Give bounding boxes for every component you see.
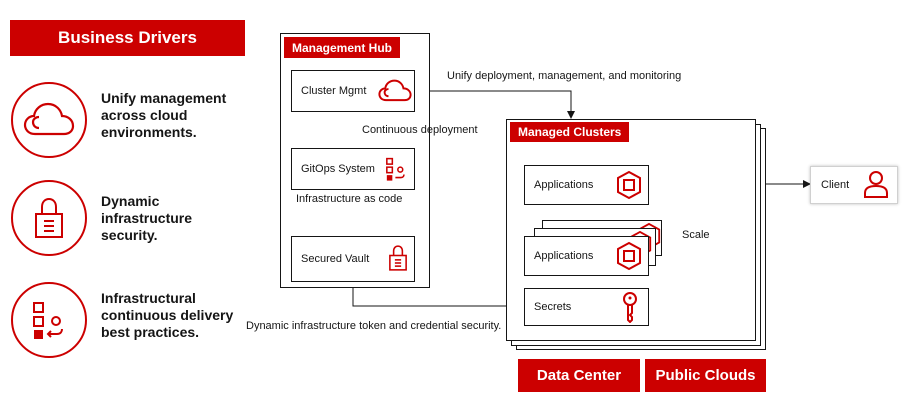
secured-vault-box: Secured Vault — [291, 236, 415, 282]
driver-text-security: Dynamic infrastructure security. — [101, 193, 193, 243]
unify-deployment-label: Unify deployment, management, and monito… — [447, 70, 682, 82]
lock-icon — [35, 197, 63, 238]
lock-icon — [389, 245, 407, 271]
managed-clusters-title: Managed Clusters — [518, 125, 622, 139]
applications-label-1: Applications — [534, 179, 594, 191]
client-label: Client — [821, 179, 850, 191]
pipeline-icon — [386, 157, 405, 181]
driver-circle-lock — [11, 180, 87, 256]
business-drivers-title: Business Drivers — [58, 28, 197, 47]
driver-text-unify: Unify management across cloud environmen… — [101, 90, 227, 140]
edge-token-security — [349, 275, 525, 310]
container-icon — [617, 170, 641, 200]
pipeline-icon — [33, 302, 63, 339]
data-center-label: Data Center — [536, 367, 622, 384]
cloud-icon — [378, 79, 412, 102]
token-security-label: Dynamic infrastructure token and credent… — [246, 320, 502, 332]
edge-unify-deployment — [415, 90, 575, 119]
driver-text-delivery: Infrastructural continuous delivery best… — [101, 290, 234, 340]
managed-clusters-tab: Managed Clusters — [510, 122, 630, 142]
public-clouds-label: Public Clouds — [655, 367, 756, 384]
gitops-system-box: GitOps System — [291, 148, 415, 190]
cloud-icon — [23, 102, 75, 136]
infrastructure-as-code-label: Infrastructure as code — [296, 193, 403, 205]
management-hub-tab: Management Hub — [284, 37, 401, 58]
scale-label: Scale — [682, 229, 710, 241]
management-hub-title: Management Hub — [292, 40, 393, 55]
business-drivers-banner: Business Drivers — [10, 20, 245, 56]
secrets-label: Secrets — [534, 301, 572, 313]
cluster-mgmt-box: Cluster Mgmt — [291, 70, 415, 112]
driver-circle-cloud — [11, 82, 87, 158]
secured-vault-label: Secured Vault — [301, 253, 370, 265]
driver-circle-pipeline — [11, 282, 87, 358]
gitops-system-label: GitOps System — [301, 163, 375, 175]
public-clouds-banner: Public Clouds — [645, 359, 766, 392]
continuous-deployment-label: Continuous deployment — [362, 124, 478, 136]
container-icon — [617, 241, 641, 271]
cluster-mgmt-label: Cluster Mgmt — [301, 85, 367, 97]
user-icon — [864, 171, 888, 198]
key-icon — [623, 292, 637, 323]
data-center-banner: Data Center — [518, 359, 640, 392]
applications-label-2: Applications — [534, 250, 594, 262]
